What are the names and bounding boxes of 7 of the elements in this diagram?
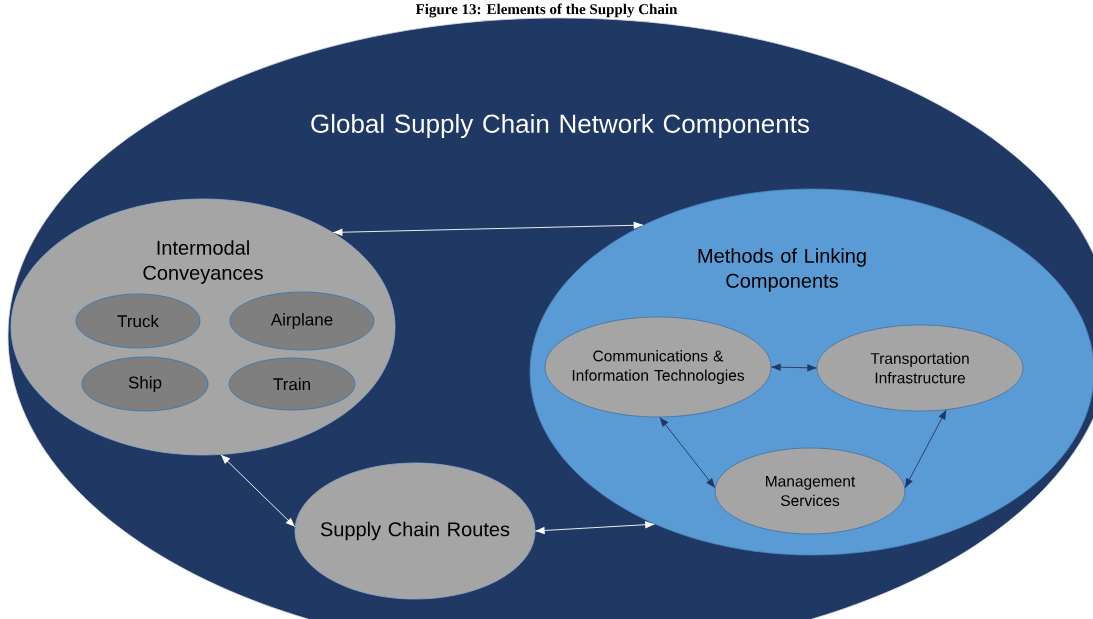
arrow	[904, 409, 947, 489]
arrow	[220, 454, 296, 528]
arrow	[659, 416, 716, 489]
arrow	[332, 221, 644, 236]
figure-title: Figure 13: Elements of the Supply Chain	[415, 3, 678, 18]
arrow	[770, 363, 818, 372]
arrow	[534, 520, 655, 535]
